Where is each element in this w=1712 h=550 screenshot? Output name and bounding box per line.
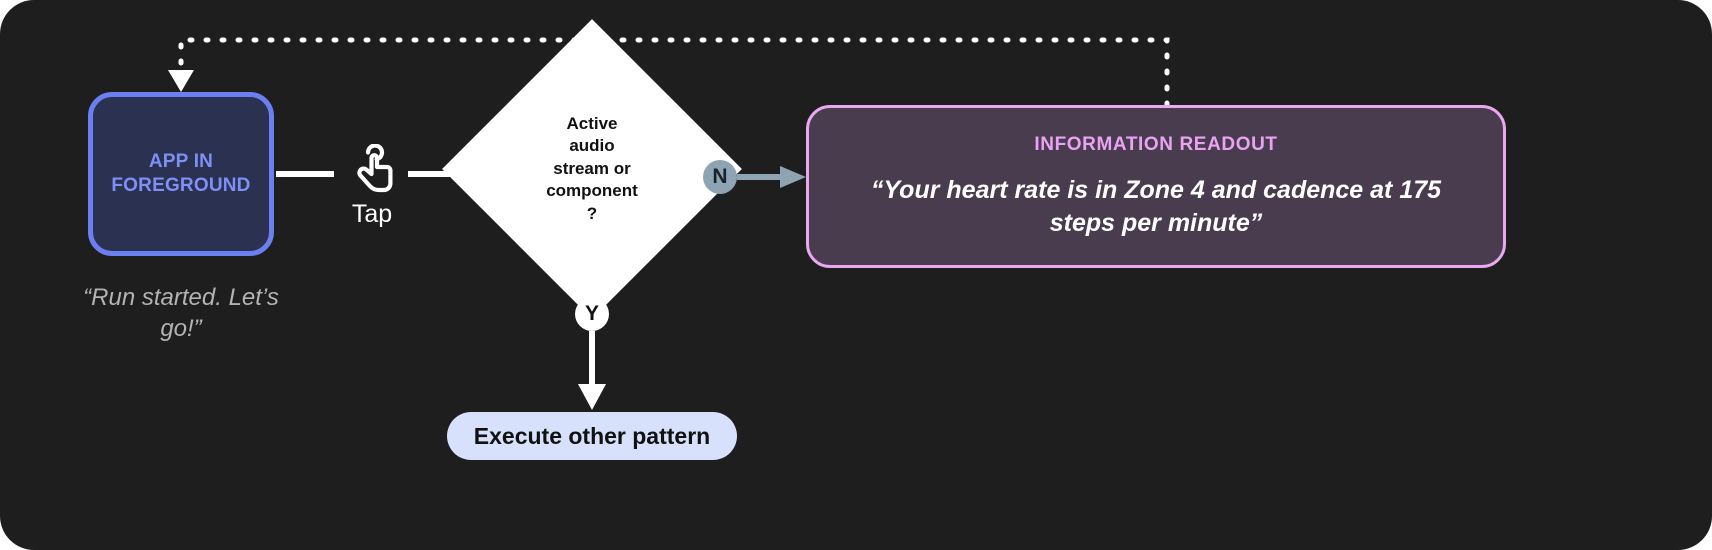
node-information-readout[interactable]: INFORMATION READOUT “Your heart rate is … xyxy=(806,105,1506,268)
branch-badge-no: N xyxy=(703,160,737,194)
node-decision-active-audio[interactable]: Active audio stream or component ? xyxy=(442,19,742,319)
branch-badge-yes: Y xyxy=(575,297,609,331)
node-execute-other-pattern[interactable]: Execute other pattern xyxy=(447,412,737,460)
feedback-loop-dotted-path xyxy=(178,37,1170,108)
decision-label: Active audio stream or component ? xyxy=(546,113,638,223)
arrowhead-to-execute xyxy=(578,384,606,410)
tap-gesture-icon xyxy=(357,144,393,193)
node-app-in-foreground[interactable]: APP IN FOREGROUND xyxy=(88,92,274,256)
arrowhead-feedback-to-app xyxy=(168,70,194,92)
arrowhead-to-readout xyxy=(780,166,806,188)
execute-label: Execute other pattern xyxy=(473,422,711,449)
readout-title: INFORMATION READOUT xyxy=(1034,134,1278,155)
tap-interaction-group[interactable]: Tap xyxy=(334,144,410,229)
branch-badge-no-label: N xyxy=(712,165,728,188)
readout-body: “Your heart rate is in Zone 4 and cadenc… xyxy=(870,176,1442,237)
app-node-caption: “Run started. Let’s go!” xyxy=(83,284,279,342)
branch-badge-yes-label: Y xyxy=(584,302,599,325)
app-node-label: APP IN FOREGROUND xyxy=(111,150,251,196)
tap-label: Tap xyxy=(351,200,393,228)
